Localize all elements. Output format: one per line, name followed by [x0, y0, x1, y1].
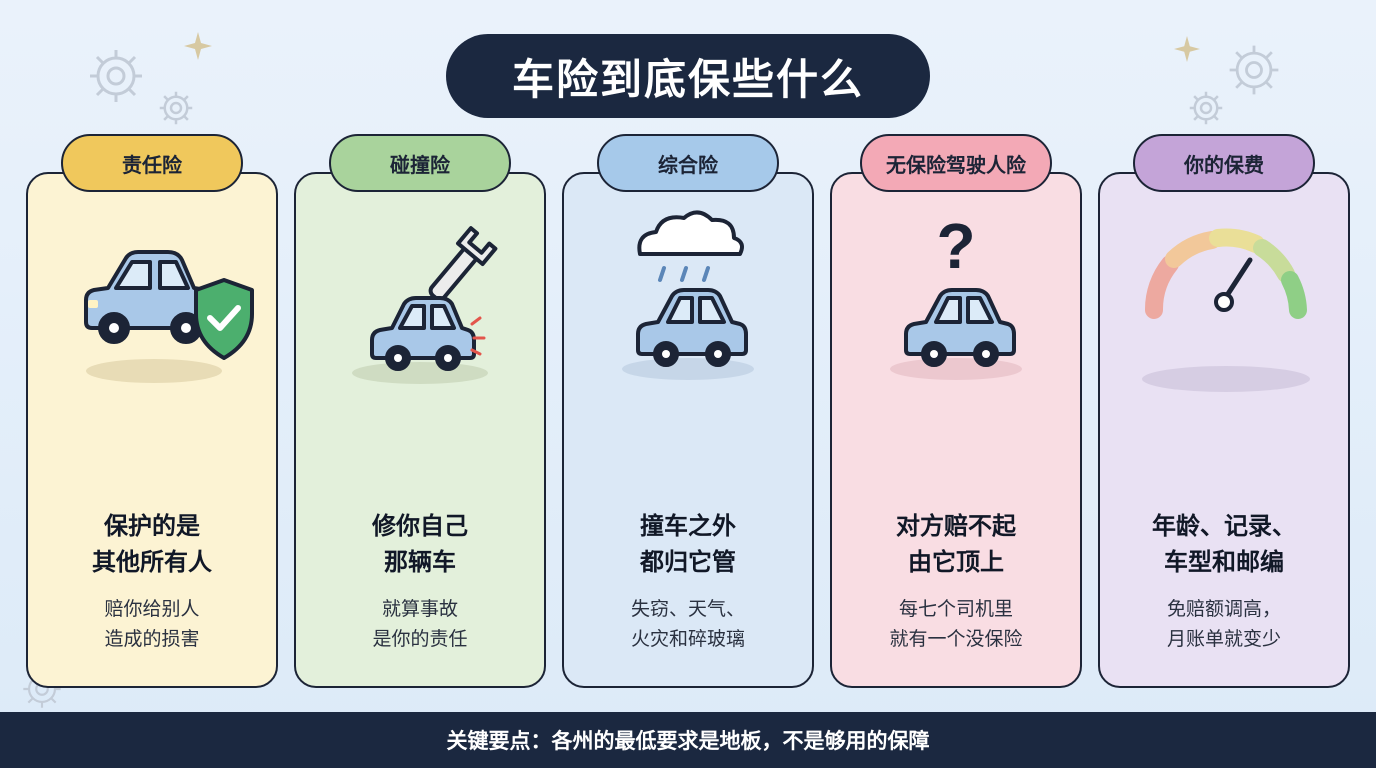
- gear-icon: [159, 91, 193, 125]
- description: 赔你给别人 造成的损害: [104, 598, 200, 650]
- sparkle-icon: [1174, 36, 1200, 62]
- key-takeaway-banner: 关键要点：各州的最低要求是地板，不是够用的保障: [0, 712, 1376, 768]
- card-comprehensive: 撞车之外 都归它管 失窃、天气、 火灾和碎玻璃: [562, 172, 814, 688]
- svg-text:?: ?: [936, 210, 975, 282]
- speedometer-gauge-icon: [1142, 228, 1310, 392]
- card-collision: 修你自己 那辆车 就算事故 是你的责任: [294, 172, 546, 688]
- car-with-question-mark-icon: ?: [890, 210, 1022, 380]
- card-premium: 年龄、记录、 车型和邮编 免赔额调高， 月账单就变少: [1098, 172, 1350, 688]
- tab-collision: 碰撞险: [329, 134, 511, 192]
- car-with-shield-icon: [84, 250, 254, 383]
- car-with-rain-cloud-icon: [622, 210, 754, 380]
- sparkle-icon: [184, 32, 212, 60]
- description: 就算事故 是你的责任: [372, 598, 468, 650]
- gear-icon: [90, 50, 142, 102]
- car-with-wrench-icon: [352, 226, 498, 384]
- page-title: 车险到底保些什么: [446, 34, 930, 118]
- description: 免赔额调高， 月账单就变少: [1166, 598, 1281, 650]
- description: 失窃、天气、 火灾和碎玻璃: [630, 598, 745, 650]
- headline: 年龄、记录、 车型和邮编: [1152, 512, 1296, 576]
- card-uninsured-motorist: ? 对方赔不起 由它顶上 每七个司机里 就有一个没保险: [830, 172, 1082, 688]
- description: 每七个司机里 就有一个没保险: [889, 598, 1023, 650]
- tab-liability: 责任险: [61, 134, 243, 192]
- gear-icon: [1229, 45, 1279, 95]
- headline: 保护的是 其他所有人: [92, 512, 212, 576]
- card-liability: 保护的是 其他所有人 赔你给别人 造成的损害: [26, 172, 278, 688]
- headline: 修你自己 那辆车: [372, 512, 468, 576]
- tab-comprehensive: 综合险: [597, 134, 779, 192]
- tab-premium: 你的保费: [1133, 134, 1315, 192]
- headline: 撞车之外 都归它管: [640, 512, 736, 576]
- headline: 对方赔不起 由它顶上: [896, 512, 1016, 576]
- gear-icon: [1189, 91, 1223, 125]
- tab-uninsured-motorist: 无保险驾驶人险: [860, 134, 1052, 192]
